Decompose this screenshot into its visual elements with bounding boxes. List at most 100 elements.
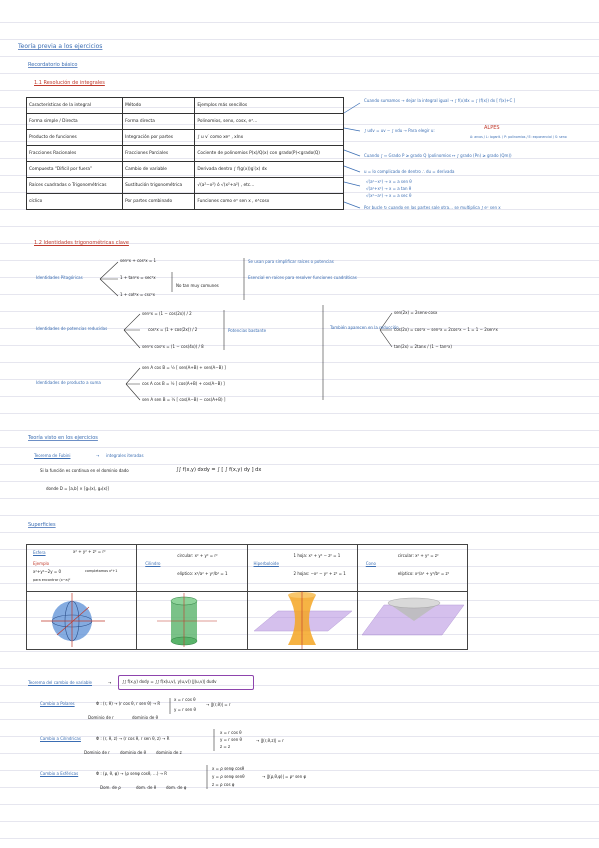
pyth-label: Identidades Pitagóricas <box>36 275 83 280</box>
surface-eq-2: elíptico: x²/a² + y²/b² = 1 <box>177 571 228 576</box>
note-alpes: ALPES <box>484 125 500 131</box>
cv-sph-sub1: Dom. de ρ <box>100 785 121 790</box>
section-exercises: Teoría visto en los ejercicios <box>28 435 98 441</box>
cv-arrow: → <box>108 680 112 685</box>
sphere-illustration <box>41 593 105 647</box>
pyth-identity: 1 + cot²x = csc²x <box>120 292 155 297</box>
half-note: También aparecen en la reducción <box>330 325 399 330</box>
cv-formula: ∫∫ f(x,y) dxdy = ∫∫ f(x(u,v), y(u,v)) |J… <box>122 679 217 684</box>
surface-name: Cono <box>365 561 376 566</box>
cv-polar-right: x = r cos θ <box>174 697 196 702</box>
pyth-identity: sen²x + cos²x = 1 <box>120 258 157 263</box>
cv-cyl-right: z = z <box>220 744 231 749</box>
surface-eq-1: 1 hoja: x² + y² − z² = 1 <box>293 553 341 558</box>
cv-polar-right: y = r sen θ <box>174 707 196 712</box>
example-eq: x²+y²−2y = 0 <box>33 569 61 574</box>
cv-polar-name: Cambio a Polares <box>40 701 75 706</box>
cv-polar-map: Φ : (r, θ) → (r cos θ, r sen θ) → R <box>96 701 161 706</box>
surface-hyperboloid: Hiperboloide 1 hoja: x² + y² − z² = 1 2 … <box>247 545 358 649</box>
surface-cone-header: Cono circular: x² + y² = z² elíptico: x²… <box>357 545 467 592</box>
example-note-2: para encontrar (x−a)² <box>33 578 71 582</box>
pyth-note: No tan muy comunes <box>176 283 219 288</box>
half-identity: sen²x cos²x = (1 − cos(4x)) / 8 <box>142 344 204 349</box>
note-alpes-legend: A: arcos / L: logarit. / P: polinomios /… <box>470 135 567 139</box>
cv-cyl-right: x = r cos θ <box>220 730 242 735</box>
table-cell: cíclico <box>25 193 124 210</box>
cv-cyl-jac: → |J(r,θ,z)| = r <box>256 738 284 743</box>
note-fractions: Cuando ∫ ≈ Grado P ≥ grado Q (polinomios… <box>364 153 512 158</box>
section-change-var: Teorema del cambio de variable <box>28 680 93 685</box>
surface-hyperboloid-header: Hiperboloide 1 hoja: x² + y² − z² = 1 2 … <box>247 545 357 592</box>
cv-cyl-map: Φ : (r, θ, z) → (r cos θ, r sen θ, z) → … <box>96 736 170 741</box>
prod-label: Identidades de producto a suma <box>36 380 101 385</box>
section-basic: Recordatorio básico <box>28 62 78 68</box>
surfaces-grid: Esfera x² + y² + z² = r² Ejemplo x²+y²−2… <box>26 544 468 650</box>
example-note: completamos x²+1 <box>85 569 118 573</box>
surface-name: Hiperboloide <box>253 561 279 566</box>
surface-eq-2: elíptico: x²/a² + y²/b² = z² <box>397 571 450 576</box>
surface-cylinder-header: Cilindro circular: x² + y² = r² elíptico… <box>137 545 247 592</box>
section-trig: 1.2 Identidades trigonométricas clave <box>34 240 129 246</box>
cv-polar-sub2: dominio de θ <box>132 715 159 720</box>
note-trig-2: √(a²+x²) → x = a tan θ <box>366 186 412 191</box>
cv-cyl-sub1: Dominio de r <box>84 750 110 755</box>
double-angle: tan(2x) = 2tanx / (1 − tan²x) <box>394 344 452 349</box>
surface-eq-2: 2 hojas: −x² − y² + z² = 1 <box>293 571 346 576</box>
table-cell: Por partes combinado <box>122 193 196 210</box>
surface-sphere: Esfera x² + y² + z² = r² Ejemplo x²+y²−2… <box>27 545 138 649</box>
surface-eq: x² + y² + z² = r² <box>73 549 106 554</box>
prod-identity: sen A sen B = ½ [ cos(A−B) − cos(A+B) ] <box>142 397 226 402</box>
pyth-side: Se usan para simplificar raíces o potenc… <box>248 259 334 264</box>
pyth-identity: 1 + tan²x = sec²x <box>120 275 156 280</box>
integration-methods-table: Características de la integral Método Ej… <box>25 97 344 210</box>
cv-cyl-right: y = r sen θ <box>220 737 242 742</box>
cv-cyl-sub2: dominio de θ <box>120 750 147 755</box>
cv-polar-jac: → |J(r,θ)| = r <box>206 702 231 707</box>
surface-name: Esfera <box>33 550 46 555</box>
cv-sph-right: x = ρ senφ cosθ <box>212 766 245 771</box>
half-identity: cos²x = (1 + cos(2x)) / 2 <box>148 327 198 332</box>
half-side: Potencias bastante <box>228 328 267 333</box>
fubini-formula: ∫∫ f(x,y) dxdy = ∫ [ ∫ f(x,y) dy ] dx <box>176 467 262 473</box>
note-trig-1: √(a²−x²) → x = a sen θ <box>366 179 412 184</box>
note-parts: ∫ udv = uv − ∫ vdu → Para elegir u: <box>364 128 435 133</box>
cv-sph-map: Φ : (ρ, θ, φ) → (ρ senφ cosθ, …) → R <box>96 771 168 776</box>
double-angle: sen(2x) = 2senx·cosx <box>394 310 438 315</box>
cv-sph-sub3: dom. de φ <box>166 785 187 790</box>
note-direct: Cuando sumamos → dejar la integral igual… <box>364 98 516 103</box>
cv-sph-right: y = ρ senφ senθ <box>212 774 245 779</box>
page-title: Teoría previa a los ejercicios <box>18 43 103 50</box>
cv-cyl-sub3: dominio de z <box>156 750 182 755</box>
fubini-domain: donde D = [a,b] × [g₁(x), g₂(x)] <box>46 486 109 491</box>
fubini-head: Teorema de Fubini <box>34 453 71 458</box>
note-cyclic: Por bucle ↻ cuando en las partes sale ot… <box>364 205 501 210</box>
surface-name: Cilindro <box>145 561 161 566</box>
table-cell: Funciones como eˣ sen x , eˣcosx <box>194 193 344 210</box>
surface-eq-1: circular: x² + y² = z² <box>397 553 439 558</box>
double-angle: cos(2x) = cos²x − sen²x = 2cos²x − 1 = 1… <box>394 327 498 332</box>
fubini-line: Si la función es continua en el dominio … <box>40 468 129 473</box>
surface-eq-1: circular: x² + y² = r² <box>177 553 218 558</box>
half-identity: sen²x = (1 − cos(2x)) / 2 <box>142 311 192 316</box>
fubini-arrow-label: integrales iteradas <box>106 453 144 458</box>
prod-identity: sen A cos B = ½ [ sen(A+B) + sen(A−B) ] <box>142 365 226 370</box>
cv-sph-right: z = ρ cos φ <box>212 782 235 787</box>
note-trig-3: √(x²−a²) → x = a sec θ <box>366 193 412 198</box>
fubini-arrow: → <box>96 453 100 458</box>
cone-illustration <box>361 597 465 636</box>
hyperboloid-illustration <box>252 591 353 649</box>
surface-cone: Cono circular: x² + y² = z² elíptico: x²… <box>357 545 467 649</box>
half-label: Identidades de potencias reducidas <box>36 326 108 331</box>
cv-sph-name: Cambio a Esféricas <box>40 771 79 776</box>
cylinder-illustration <box>157 593 218 647</box>
cv-polar-sub1: Dominio de r <box>88 715 114 720</box>
section-integrals: 1.1 Resolución de integrales <box>34 80 105 86</box>
pyth-side-2: Esencial en raíces para resolver funcion… <box>248 275 357 280</box>
surface-sphere-header: Esfera x² + y² + z² = r² Ejemplo x²+y²−2… <box>27 545 137 592</box>
cv-sph-jac: → |J(ρ,θ,φ)| = ρ² sen φ <box>262 774 307 779</box>
